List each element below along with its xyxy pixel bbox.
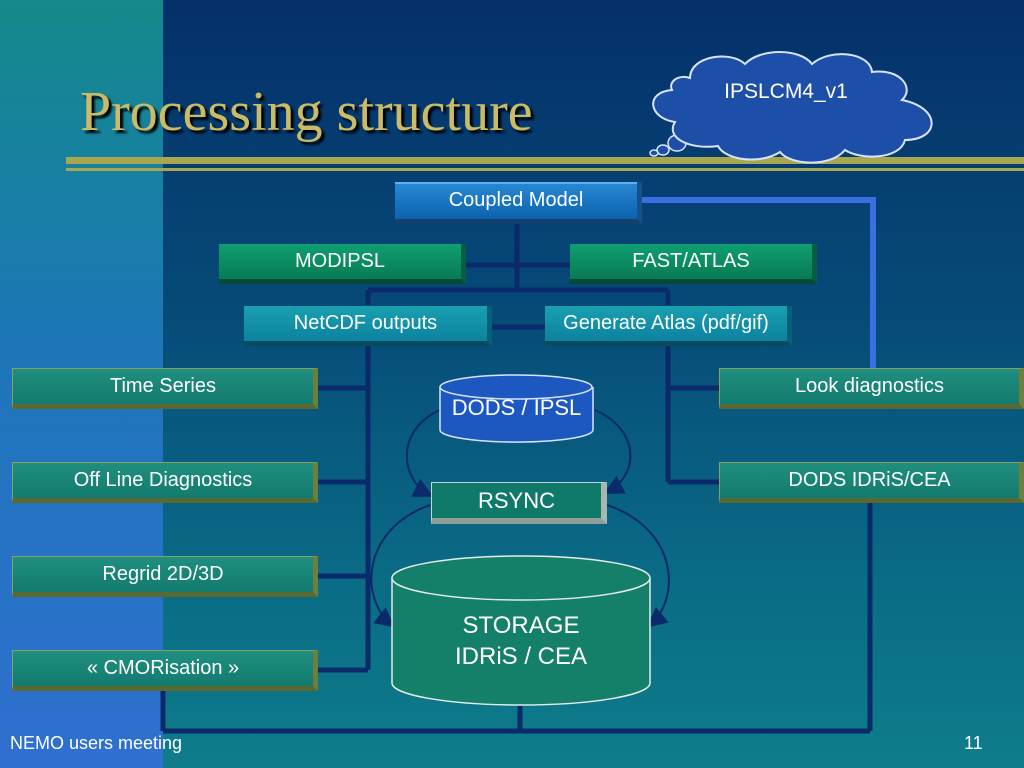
storage-label-line2: IDRiS / CEA — [454, 643, 588, 670]
dods-idris-cea-box: DODS IDRiS/CEA — [719, 462, 1024, 503]
fast-atlas-box: FAST/ATLAS — [570, 244, 817, 284]
page-number: 11 — [964, 733, 983, 753]
tree-connectors — [160, 222, 873, 734]
dods-ipsl-label: DODS / IPSL — [451, 395, 582, 420]
sync-arrows — [370, 409, 670, 628]
offline-diagnostics-box: Off Line Diagnostics — [12, 462, 318, 503]
time-series-box: Time Series — [12, 368, 318, 409]
title-underline-thin — [66, 168, 1024, 171]
look-diagnostics-link — [642, 197, 876, 368]
rsync-box: RSYNC — [431, 482, 607, 524]
title-underline-thick — [66, 157, 1024, 164]
look-diagnostics-box: Look diagnostics — [719, 368, 1024, 409]
footer-event: NEMO users meeting — [10, 733, 183, 753]
storage-label-line1: STORAGE — [462, 612, 580, 639]
dods-ipsl-cylinder — [439, 374, 594, 443]
storage-cylinder — [391, 555, 651, 706]
ipslcm4-callout: IPSLCM4_v1 — [724, 80, 848, 103]
regrid-box: Regrid 2D/3D — [12, 556, 318, 597]
cmorisation-box: « CMORisation » — [12, 650, 318, 691]
modipsl-box: MODIPSL — [219, 244, 466, 284]
generate-atlas-box: Generate Atlas (pdf/gif) — [545, 306, 792, 346]
ipslcm4-cloud-shape — [652, 51, 933, 164]
netcdf-outputs-box: NetCDF outputs — [244, 306, 492, 346]
coupled-model-box: Coupled Model — [395, 182, 642, 224]
storage-label: STORAGE IDRiS / CEA — [392, 610, 650, 672]
slide-title: Processing structure — [80, 81, 533, 143]
